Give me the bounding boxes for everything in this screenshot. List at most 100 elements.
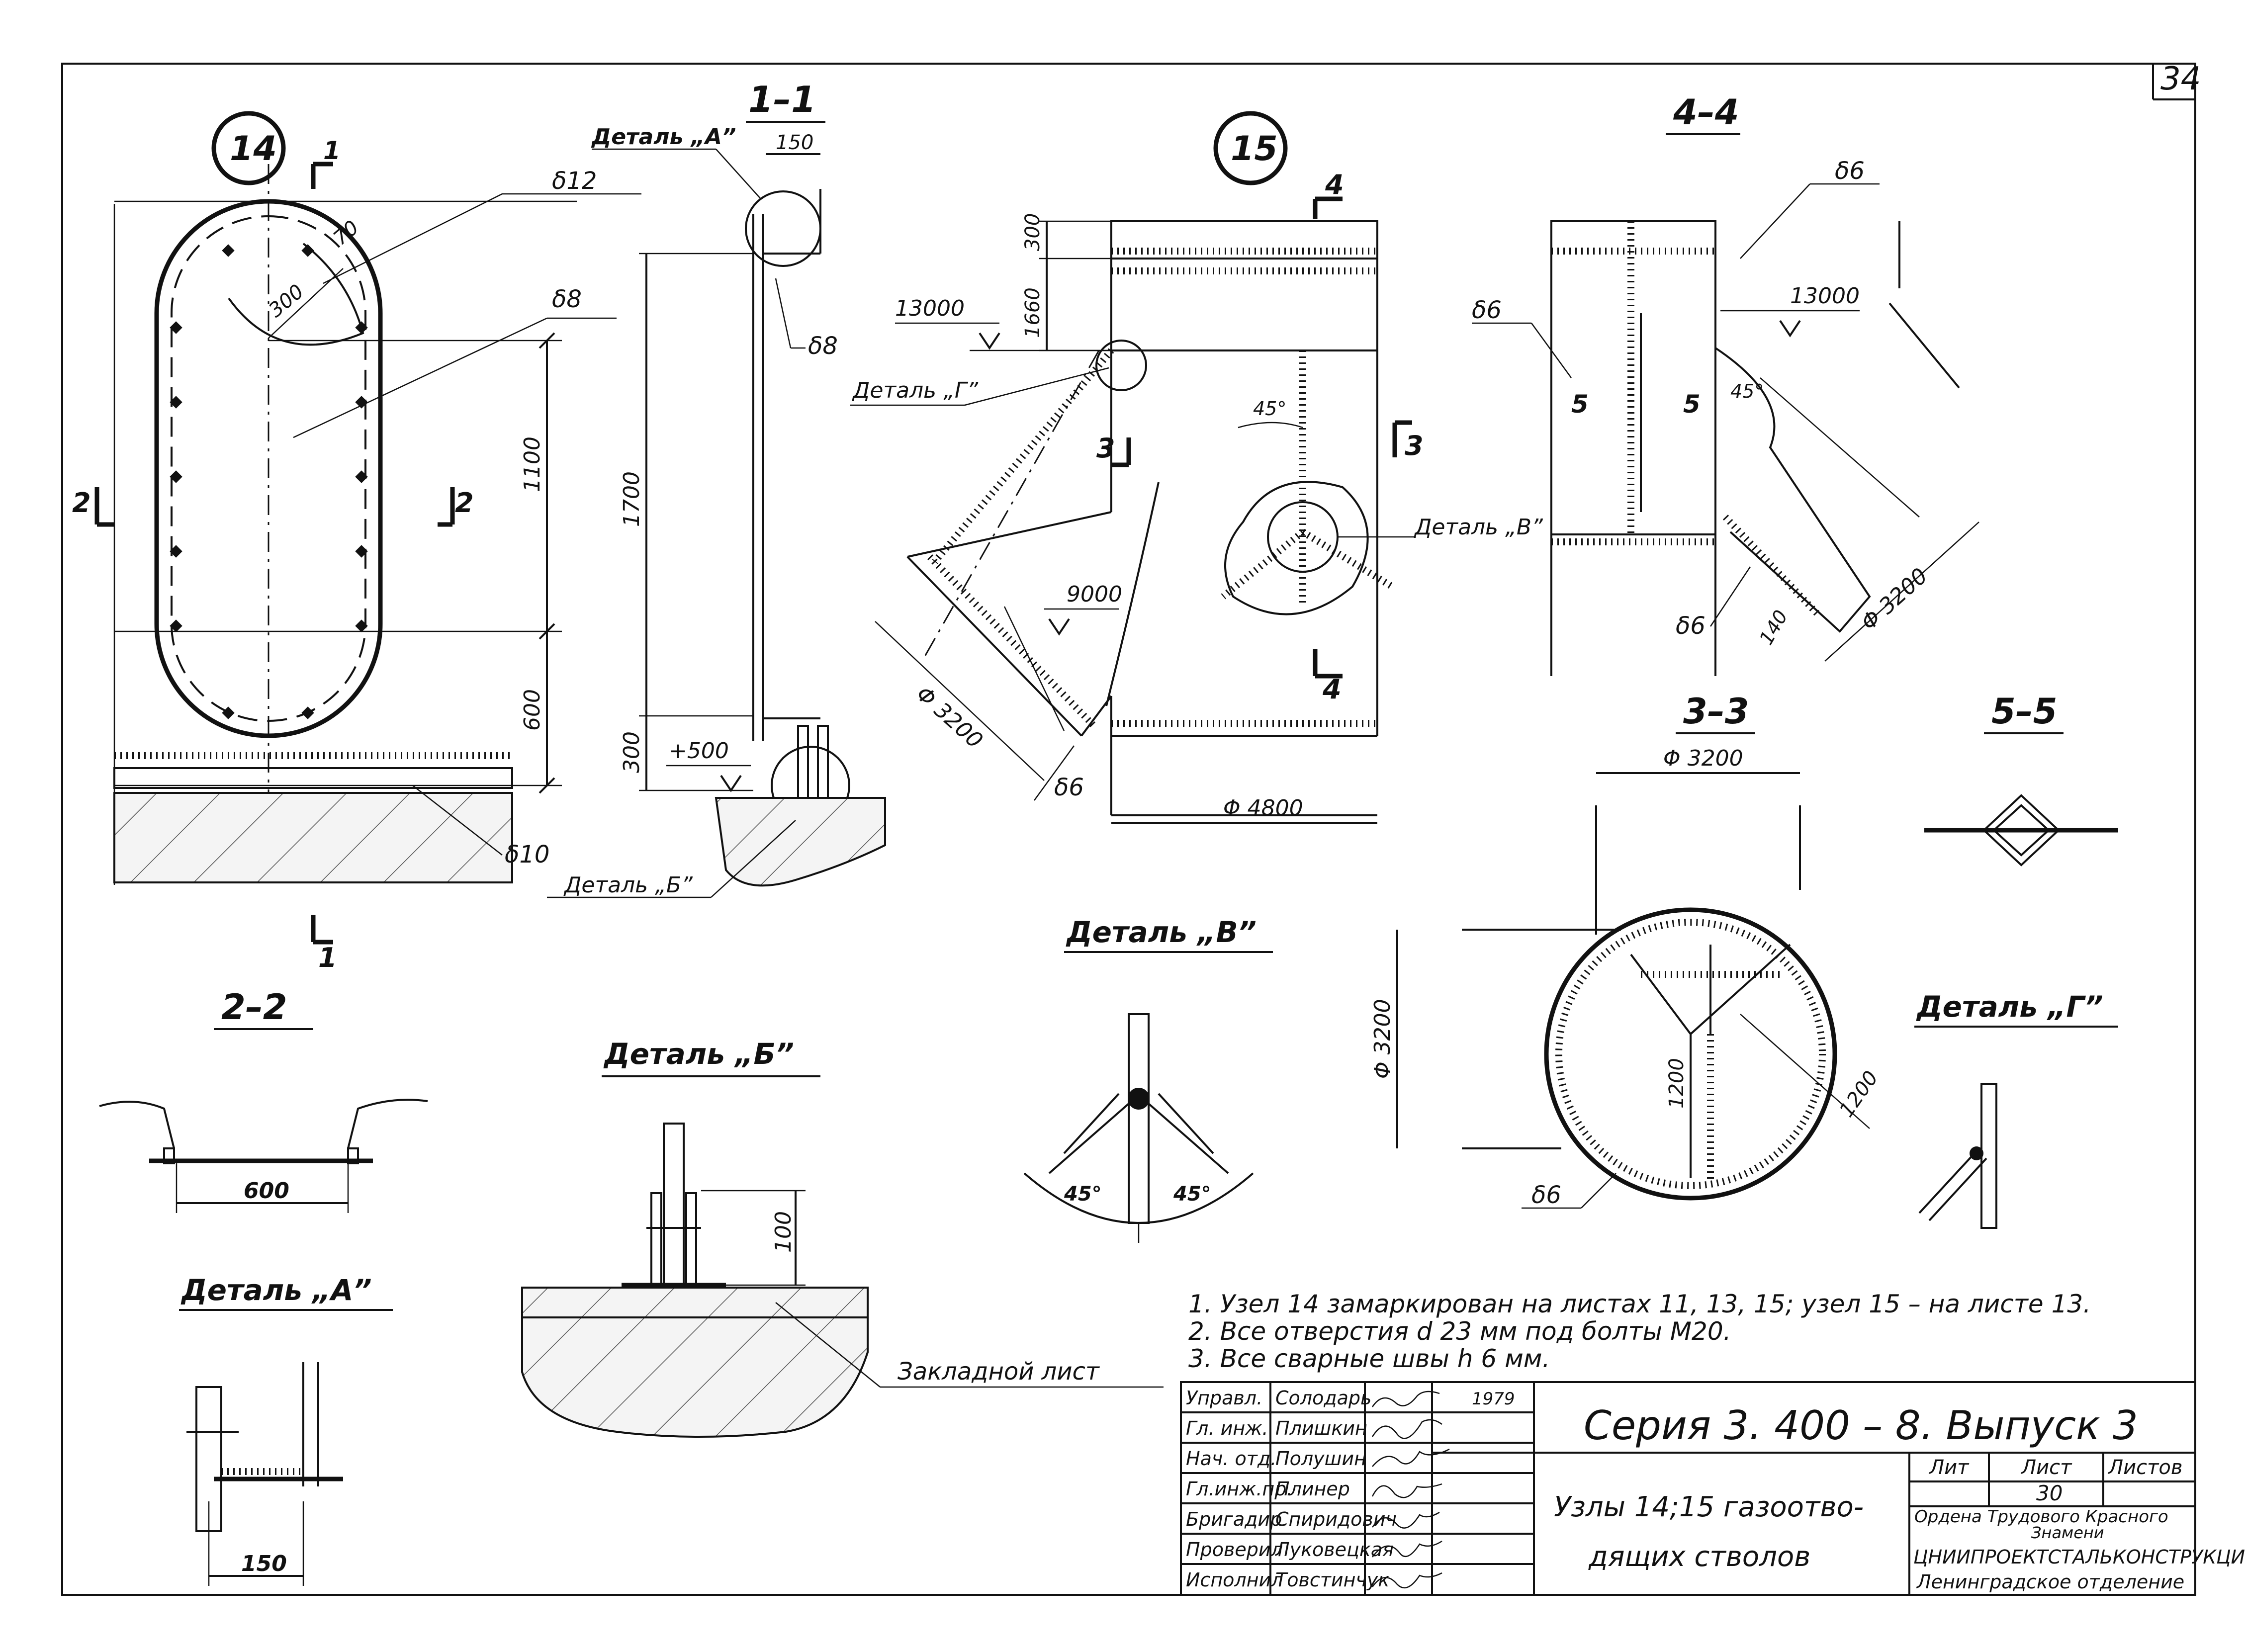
plate-delta8: δ8 [552, 285, 582, 313]
tb-name-5: Спиридович [1275, 1508, 1397, 1530]
sec44-angle: 45° [1730, 380, 1764, 402]
node15-sec4-top: 4 [1325, 169, 1344, 200]
section-5-5: 5–5 [1924, 691, 2118, 867]
node15-sec3-right: 3 [1405, 430, 1424, 461]
sec1-top: 1 [323, 136, 341, 165]
node15-level-13000: 13000 [895, 296, 965, 321]
tb-org-4: Ленинградское отделение [1916, 1571, 2184, 1593]
signatures [1371, 1391, 1450, 1589]
tb-role-4: Гл.инж.пр. [1186, 1478, 1292, 1500]
tb-role-3: Нач. отд. [1186, 1448, 1276, 1470]
sec11-dim-1700: 1700 [619, 471, 644, 527]
note-3: 3. Все сварные швы h 6 мм. [1188, 1344, 1550, 1373]
section-4-4-title: 4–4 [1673, 92, 1739, 133]
section-1-1: 1–1 Деталь „А” 150 δ8 1700 300 +500 Дета… [547, 79, 886, 898]
tb-role-5: Бригадир [1186, 1508, 1282, 1530]
node15-dia-4800: Φ 4800 [1223, 795, 1303, 821]
sec11-dim-300: 300 [619, 731, 644, 773]
section-2-2-title: 2–2 [221, 987, 287, 1028]
tb-role-7: Исполнил [1186, 1569, 1283, 1591]
sec33-dia-left: Φ 3200 [1370, 999, 1395, 1079]
sec11-plate: δ8 [808, 332, 838, 360]
sec22-dim: 600 [244, 1178, 289, 1204]
detail-a-dim: 150 [241, 1551, 287, 1576]
tb-year: 1979 [1472, 1389, 1515, 1409]
sec44-plate-c: δ6 [1676, 612, 1706, 640]
tb-name-2: Плишкин [1275, 1417, 1367, 1439]
sheet-frame [61, 63, 2196, 1596]
plate-delta10: δ10 [505, 841, 549, 869]
section-3-3-title: 3–3 [1683, 691, 1749, 732]
node14-dim-1100: 1100 [520, 436, 545, 492]
tb-series: Серия 3. 400 – 8. Выпуск 3 [1584, 1402, 2138, 1449]
tb-role-1: Управл. [1186, 1387, 1262, 1409]
sec44-level: 13000 [1790, 283, 1860, 309]
node15-detail-g: Деталь „Г” [852, 378, 979, 403]
sec44-sec5-left: 5 [1571, 390, 1589, 419]
detail-a-title: Деталь „А” [180, 1273, 372, 1307]
detail-v: Деталь „В” 45° 45° [1023, 915, 1273, 1243]
tb-name-6: Луковецкая [1274, 1539, 1394, 1561]
sec1-bottom: 1 [318, 942, 337, 973]
sec11-dim-150: 150 [776, 131, 813, 154]
detail-v-angle-r: 45° [1173, 1183, 1211, 1206]
node14-radius: 300 [265, 280, 308, 322]
tb-list-value: 30 [2036, 1481, 2063, 1505]
detail-a: Деталь „А” 150 [179, 1273, 393, 1586]
detail-g: Деталь „Г” [1914, 990, 2118, 1229]
tb-org-3: ЦНИИПРОЕКТСТАЛЬКОНСТРУКЦИЯ [1913, 1546, 2245, 1568]
tb-org-2: Знамени [2031, 1523, 2104, 1542]
title-block: Управл. Солодарь Гл. инж. Плишкин Нач. о… [1180, 1381, 2245, 1596]
tb-name-1: Солодарь [1275, 1387, 1371, 1409]
detail-b-callout: Деталь „Б” [563, 872, 693, 898]
tb-col-listov: Листов [2107, 1456, 2182, 1479]
tb-org-1: Ордена Трудового Красного [1914, 1507, 2168, 1527]
section-5-5-title: 5–5 [1991, 691, 2057, 732]
plate-delta12: δ12 [552, 167, 597, 195]
sec44-plate-a: δ6 [1835, 157, 1865, 185]
node-14-label: 14 [230, 129, 277, 169]
node15-sec3-left: 3 [1096, 433, 1115, 464]
note-1: 1. Узел 14 замаркирован на листах 11, 13… [1188, 1290, 2091, 1318]
detail-b: Деталь „Б” 100 Закладной лист [521, 1037, 1164, 1438]
sec11-level-500: +500 [669, 738, 729, 764]
section-3-3: 3–3 Φ 3200 Φ 3200 1200 1200 δ6 [1370, 691, 1883, 1209]
detail-b-dim: 100 [771, 1211, 796, 1253]
node-15-view: 15 300 1660 13000 Д [850, 111, 1543, 824]
node15-angle: 45° [1253, 398, 1286, 420]
section-4-4: 4–4 Φ 3200 45° 140 δ6 δ6 δ6 13000 5 5 [1472, 92, 1979, 676]
section-1-1-title: 1–1 [748, 79, 816, 120]
node-15-label: 15 [1231, 129, 1278, 169]
sec33-dim-1200a: 1200 [1665, 1058, 1688, 1109]
tb-name-3: Полушин [1275, 1448, 1366, 1470]
tb-col-lit: Лит [1928, 1456, 1970, 1479]
node15-dim-300: 300 [1021, 213, 1044, 251]
sec33-dia-top: Φ 3200 [1663, 746, 1743, 771]
notes: 1. Узел 14 замаркирован на листах 11, 13… [1188, 1290, 2091, 1373]
note-2: 2. Все отверстия d 23 мм под болты М20. [1188, 1317, 1731, 1346]
node-15-marker [1213, 111, 1288, 185]
detail-a-callout: Деталь „А” [591, 124, 736, 150]
sec44-dim-140: 140 [1755, 607, 1792, 649]
section-2-2: 2–2 600 [99, 987, 428, 1213]
node14-dim-600: 600 [520, 689, 545, 731]
detail-b-leader: Закладной лист [898, 1358, 1100, 1386]
sec2-left: 2 [72, 487, 91, 519]
tb-role-6: Проверил [1186, 1539, 1283, 1561]
tb-name-7: Товстинчук [1275, 1569, 1389, 1591]
node15-sec4-bottom: 4 [1322, 674, 1342, 705]
node15-level-9000: 9000 [1067, 582, 1122, 607]
tb-subject-2: дящих стволов [1588, 1541, 1810, 1573]
node15-plate: δ6 [1054, 774, 1084, 801]
sec2-right: 2 [455, 487, 474, 519]
detail-b-title: Деталь „Б” [603, 1037, 794, 1071]
tb-name-4: Плинер [1275, 1478, 1350, 1500]
node15-dim-1660: 1660 [1021, 287, 1044, 338]
sec33-plate: δ6 [1531, 1181, 1561, 1209]
node-14-view: 14 300 70 [72, 111, 641, 973]
sec33-dim-1200b: 1200 [1835, 1067, 1883, 1122]
tb-role-2: Гл. инж. [1186, 1417, 1268, 1439]
tb-subject-1: Узлы 14;15 газоотво- [1554, 1491, 1864, 1523]
node-14-marker [211, 111, 286, 185]
